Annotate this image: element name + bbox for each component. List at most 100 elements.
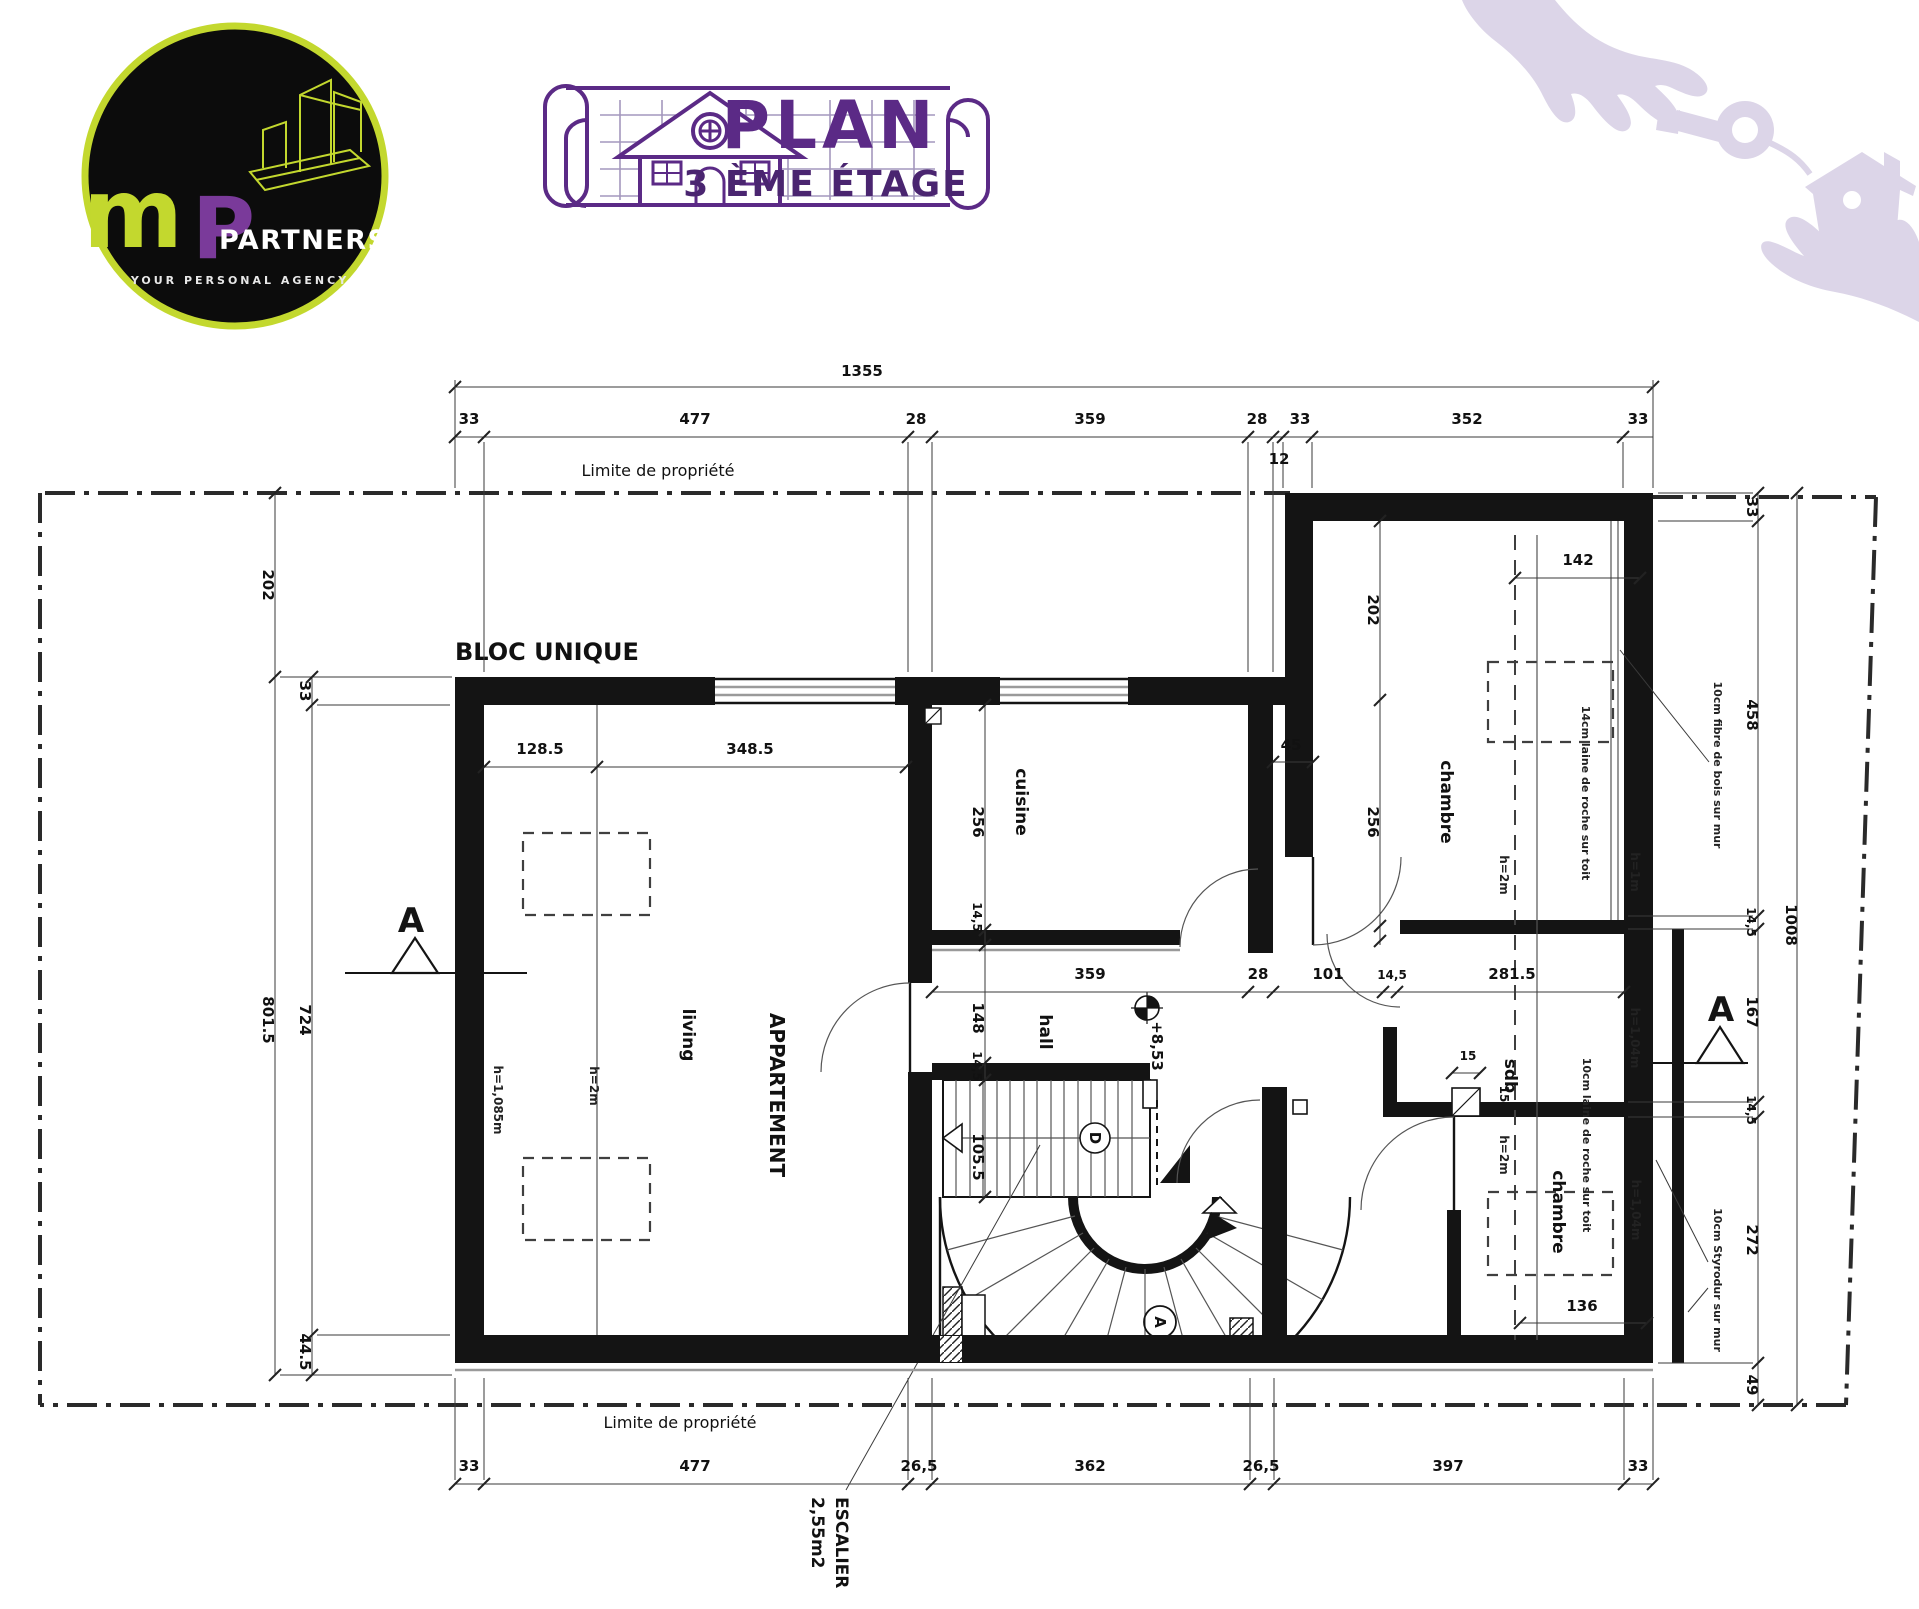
height-sdb-right: h=1,04m: [1628, 1008, 1642, 1069]
svg-text:A: A: [1708, 990, 1735, 1030]
svg-text:477: 477: [679, 410, 710, 428]
svg-text:14,5: 14,5: [1744, 907, 1758, 937]
room-living: living: [678, 1009, 698, 1062]
svg-text:1008: 1008: [1782, 904, 1800, 946]
svg-text:44.5: 44.5: [296, 1333, 314, 1370]
svg-text:49: 49: [1743, 1375, 1761, 1396]
svg-text:362: 362: [1074, 1457, 1105, 1475]
svg-text:458: 458: [1743, 699, 1761, 730]
limite-bottom-label: Limite de propriété: [604, 1413, 757, 1432]
svg-text:359: 359: [1074, 410, 1105, 428]
height-br-right: h=1,04m: [1629, 1180, 1643, 1241]
svg-text:348.5: 348.5: [726, 740, 773, 758]
svg-text:A: A: [398, 901, 425, 941]
svg-text:26,5: 26,5: [900, 1457, 937, 1475]
height-tr-mid: h=2m: [1497, 855, 1511, 894]
dimensions: 1355 33 477 28 359 28 33 352 33 12: [259, 362, 1804, 1491]
page-title: PLAN: [722, 87, 939, 164]
svg-text:33: 33: [1743, 497, 1761, 518]
svg-text:45: 45: [1281, 736, 1302, 754]
stairs-label: ESCALIER: [831, 1497, 851, 1588]
svg-text:148: 148: [969, 1002, 987, 1033]
svg-text:28: 28: [1247, 410, 1268, 428]
limite-top-label: Limite de propriété: [582, 461, 735, 480]
doors: [820, 856, 1456, 1211]
svg-text:256: 256: [969, 806, 987, 837]
window-cuisine: [1000, 677, 1128, 705]
room-hall: hall: [1035, 1014, 1055, 1049]
stairs-circle-letter: A: [1151, 1316, 1169, 1328]
svg-text:202: 202: [1364, 594, 1382, 625]
svg-text:1355: 1355: [841, 362, 883, 380]
logo-name: PARTNERS: [219, 225, 388, 256]
property-boundary: [38, 491, 1878, 1407]
svg-text:101: 101: [1312, 965, 1343, 983]
svg-text:352: 352: [1451, 410, 1482, 428]
note-wall-right-top: 10cm fibre de bois sur mur: [1711, 682, 1724, 850]
stairs-door-leaf: [1160, 1145, 1190, 1183]
mp-partners-logo: m P PARTNERS YOUR PERSONAL AGENCY: [81, 22, 389, 330]
styrodur-bar: [1672, 929, 1684, 1363]
svg-text:359: 359: [1074, 965, 1105, 983]
room-cuisine: cuisine: [1011, 768, 1031, 836]
note-roof-tr: 14cm laine de roche sur toit: [1579, 706, 1592, 880]
svg-text:33: 33: [1628, 1457, 1649, 1475]
svg-text:136: 136: [1566, 1297, 1597, 1315]
svg-text:477: 477: [679, 1457, 710, 1475]
height-living-mid: h=2m: [587, 1066, 601, 1105]
svg-text:33: 33: [459, 1457, 480, 1475]
svg-text:28: 28: [1248, 965, 1269, 983]
svg-text:28: 28: [906, 410, 927, 428]
level-marker: +8,53: [1131, 992, 1166, 1071]
svg-text:14,5: 14,5: [1377, 968, 1407, 982]
block-label: BLOC UNIQUE: [455, 638, 639, 666]
blueprint-icon: [543, 84, 990, 210]
height-br-mid: h=2m: [1497, 1135, 1511, 1174]
stairs-area: 2,55m2: [807, 1497, 827, 1569]
svg-text:26,5: 26,5: [1242, 1457, 1279, 1475]
spiral-staircase: [845, 1079, 1352, 1491]
stairs-direction-arrow: [1206, 1212, 1237, 1240]
logo-m: m: [83, 158, 183, 270]
level-value: +8,53: [1148, 1021, 1166, 1071]
svg-text:14,5: 14,5: [970, 902, 984, 932]
svg-text:724: 724: [296, 1004, 314, 1035]
svg-text:33: 33: [1290, 410, 1311, 428]
roof-windows: [521, 660, 1615, 1277]
escalier-leader-line: [845, 1144, 1041, 1491]
section-marker-left: A: [345, 901, 527, 975]
height-tr-right: h=1m: [1628, 852, 1642, 891]
walls: [455, 493, 1653, 1363]
logo-p: P: [192, 179, 255, 279]
note-roof-br: 10cm laine de roche sur toit: [1580, 1058, 1593, 1232]
note-wall-right-bottom: 10cm Styrodur sur mur: [1711, 1208, 1724, 1352]
svg-text:167: 167: [1743, 996, 1761, 1027]
svg-text:128.5: 128.5: [516, 740, 563, 758]
svg-text:33: 33: [296, 681, 314, 702]
svg-text:105.5: 105.5: [969, 1133, 987, 1180]
svg-text:33: 33: [1628, 410, 1649, 428]
room-chambre-top: chambre: [1436, 760, 1456, 843]
svg-text:801.5: 801.5: [259, 996, 277, 1043]
svg-text:15: 15: [1497, 1086, 1511, 1103]
svg-text:256: 256: [1364, 806, 1382, 837]
svg-text:12: 12: [1269, 450, 1290, 468]
stairs-direction-arrow-outline: [1200, 1195, 1238, 1214]
logo-tagline: YOUR PERSONAL AGENCY: [130, 274, 349, 287]
svg-text:14,5: 14,5: [970, 1051, 984, 1081]
svg-text:272: 272: [1743, 1224, 1761, 1255]
section-marker-right: A: [1636, 990, 1748, 1065]
logo-buildings-sketch: [248, 78, 372, 192]
svg-text:142: 142: [1562, 551, 1593, 569]
height-living-left: h=1,085m: [491, 1065, 505, 1134]
hands-key-illustration: [1462, 0, 1919, 322]
room-chambre-bottom: chambre: [1548, 1170, 1568, 1253]
stairs-d-label: D: [1086, 1132, 1104, 1144]
svg-text:397: 397: [1432, 1457, 1463, 1475]
room-sdb: sdb: [1500, 1059, 1520, 1093]
svg-text:281.5: 281.5: [1488, 965, 1535, 983]
svg-text:202: 202: [259, 569, 277, 600]
svg-text:33: 33: [459, 410, 480, 428]
svg-text:14,5: 14,5: [1744, 1095, 1758, 1125]
